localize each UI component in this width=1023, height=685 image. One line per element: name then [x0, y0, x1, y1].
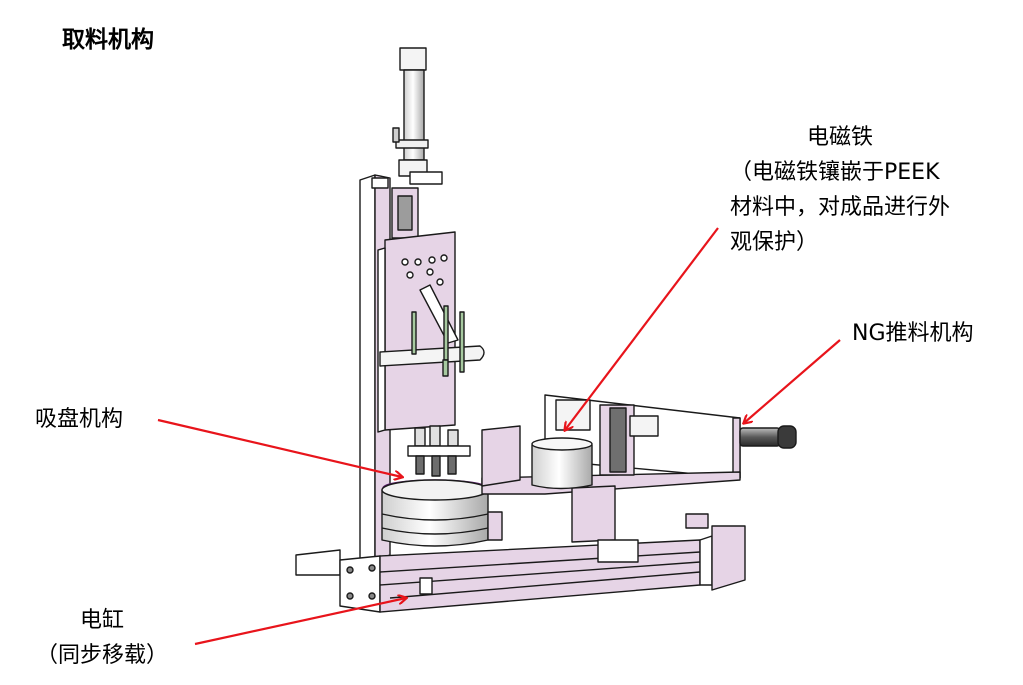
callout-magnet: 电磁铁 （电磁铁镶嵌于PEEK 材料中，对成品进行外 观保护）: [730, 120, 950, 260]
magnet-label-desc1: （电磁铁镶嵌于PEEK: [730, 160, 940, 185]
callout-ng-pusher: NG推料机构: [852, 316, 974, 351]
callout-electric-cylinder: 电缸 （同步移载）: [36, 603, 168, 673]
cylinder-label-desc: （同步移载）: [36, 643, 169, 668]
magnet-label-title: 电磁铁: [807, 125, 874, 150]
rotary-table: [381, 479, 503, 547]
magnet-label-desc3: 观保护）: [730, 230, 819, 255]
ng-pusher-arrow: [744, 339, 841, 423]
cylinder-arrow: [194, 598, 406, 646]
cylinder-label-title: 电缸: [80, 608, 125, 633]
magnet-arrow: [565, 227, 719, 430]
callout-suction: 吸盘机构: [35, 402, 123, 437]
top-air-cylinder: [392, 47, 429, 177]
suction-arrow: [157, 418, 402, 477]
callout-arrows: [157, 227, 841, 646]
ng-pusher-label: NG推料机构: [852, 321, 974, 346]
electric-cylinder-base: [295, 513, 746, 613]
suction-head: [407, 425, 471, 477]
ng-pusher-frame: [481, 394, 797, 543]
slide-plate: [377, 231, 485, 433]
suction-label: 吸盘机构: [35, 407, 124, 432]
page-title: 取料机构: [62, 26, 154, 53]
magnet-label-desc2: 材料中，对成品进行外: [730, 195, 951, 220]
